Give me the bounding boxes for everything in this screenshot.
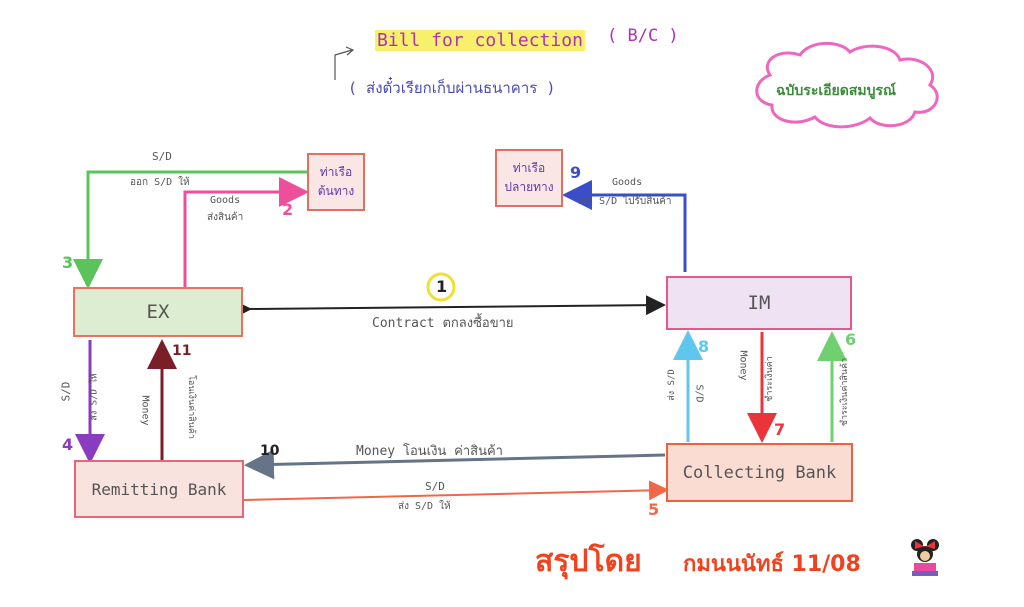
label-money-7: Money <box>737 350 749 381</box>
label-sd-top-thai: ออก S/D ให้ <box>130 177 190 188</box>
step-number-3: 3 <box>62 253 74 272</box>
footer-author: กมนนนัทธ์ 11/08 <box>683 552 861 577</box>
arrow-sd-5 <box>243 480 669 501</box>
label-money-11-thai: โอนเงินค่าสินค้า <box>185 375 196 439</box>
title-thai: ( ส่งตั๋วเรียกเก็บผ่านธนาคาร ) <box>348 79 556 97</box>
port-origin-line1: ท่าเรือ <box>319 165 353 179</box>
step-number-10: 10 <box>260 443 280 459</box>
cloud-shape <box>755 41 939 129</box>
label-sd-8-thai: ส่ง S/D <box>666 369 677 401</box>
ex-label: EX <box>146 301 170 323</box>
remitting-bank-box: Remitting Bank <box>74 460 244 518</box>
cloud-text: ฉบับระเอียดสมบูรณ์ <box>776 83 897 99</box>
arrow-icon <box>334 49 353 80</box>
port-dest-box: ท่าเรือ ปลายทาง <box>495 149 563 207</box>
label-pay-6: ชำระเงินค่าสินค้า <box>840 357 851 427</box>
arrow-goods-9 <box>562 180 687 272</box>
label-contract: Contract ตกลงซื้อขาย <box>372 316 514 331</box>
label-sd-left-thai: ส่ง S/D ให้ <box>89 373 100 421</box>
footer-summary: สรุปโดย <box>535 544 642 579</box>
step-number-9: 9 <box>570 163 582 182</box>
arrow-money-10 <box>244 449 666 480</box>
port-dest-line1: ท่าเรือ <box>512 161 546 175</box>
label-goods-left-thai: ส่งสินค้า <box>207 212 244 223</box>
step-number-2: 2 <box>282 200 294 219</box>
label-sd-bottom: S/D <box>425 480 445 493</box>
minnie-icon <box>911 539 939 576</box>
title-main: Bill for collection <box>375 30 585 51</box>
step-number-1: 1 <box>436 277 448 296</box>
number-1-circle <box>426 272 456 302</box>
label-goods-right-thai: เอา S/D ไปรับสินค้า <box>578 196 672 207</box>
label-sd-bottom-thai: ส่ง S/D ให้ <box>398 501 451 512</box>
step-number-8: 8 <box>698 337 710 356</box>
label-goods-left: Goods <box>210 195 241 206</box>
arrow-contract-1 <box>231 295 666 320</box>
ex-box: EX <box>73 287 243 337</box>
step-number-7: 7 <box>774 420 786 439</box>
collecting-bank-label: Collecting Bank <box>682 462 837 483</box>
collecting-bank-box: Collecting Bank <box>666 443 853 502</box>
label-sd-top: S/D <box>152 150 172 163</box>
port-dest-line2: ปลายทาง <box>504 180 554 194</box>
label-money-11: Money <box>139 395 151 426</box>
im-box: IM <box>666 276 852 330</box>
port-origin-line2: ต้นทาง <box>317 184 355 198</box>
label-money-10: Money โอนเงิน ค่าสินค้า <box>356 444 503 459</box>
label-goods-right: Goods <box>612 177 643 188</box>
im-label: IM <box>747 292 771 314</box>
step-number-4: 4 <box>62 435 74 454</box>
label-money-7-thai: ชำระเงินค่า <box>764 356 775 402</box>
step-number-6: 6 <box>845 330 857 349</box>
step-number-11: 11 <box>172 343 192 359</box>
label-sd-8: S/D <box>693 384 705 403</box>
label-sd-left: S/D <box>59 381 73 402</box>
remitting-bank-label: Remitting Bank <box>91 479 227 499</box>
arrow-goods-2 <box>183 177 309 288</box>
title-abbr: ( B/C ) <box>607 26 679 46</box>
port-origin-box: ท่าเรือ ต้นทาง <box>307 153 365 211</box>
step-number-5: 5 <box>648 500 660 519</box>
arrow-sd-3 <box>73 170 308 289</box>
